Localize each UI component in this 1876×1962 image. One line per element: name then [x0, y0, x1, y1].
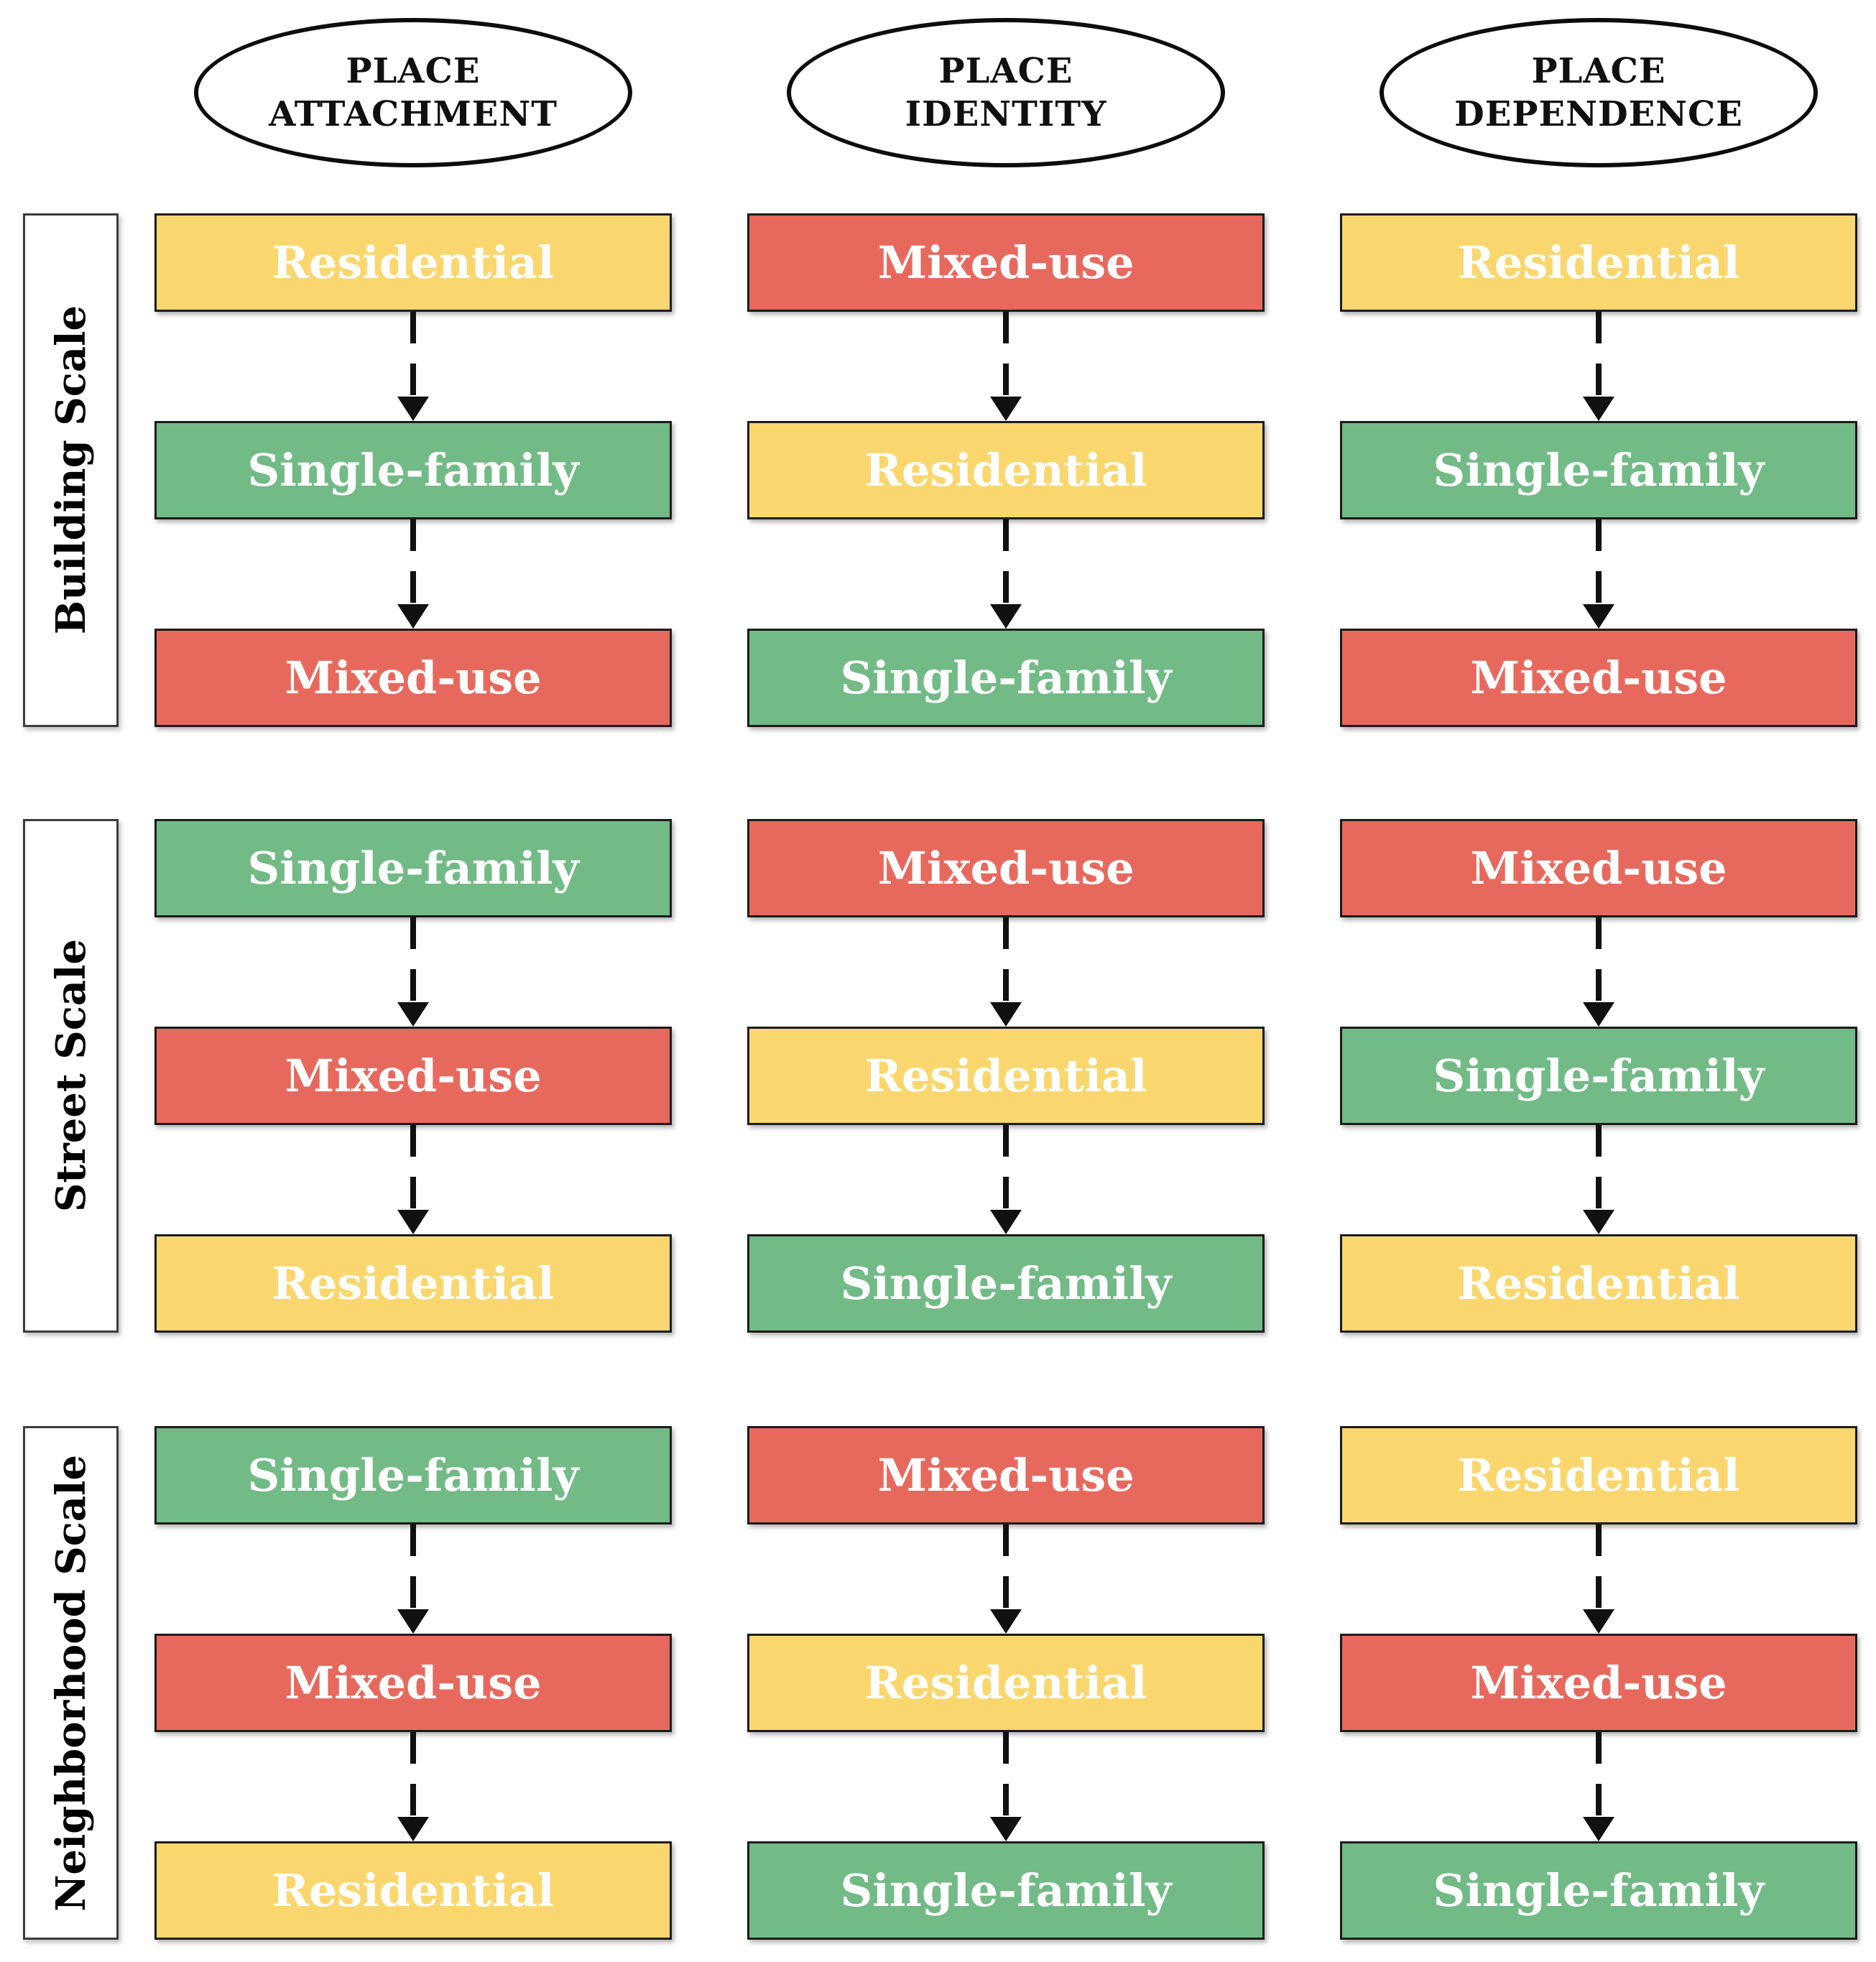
dashed-down-arrow	[397, 519, 429, 629]
row-label-text: Street Scale	[47, 939, 95, 1213]
row-label-text: Building Scale	[47, 305, 95, 635]
arrow-line	[1596, 1125, 1602, 1210]
arrow-head-icon	[990, 397, 1022, 421]
arrow-line	[410, 312, 416, 397]
arrow-line	[1596, 1732, 1602, 1817]
land-use-box-mixed-use: Mixed-use	[154, 1634, 672, 1732]
row-label-text: Neighborhood Scale	[47, 1454, 95, 1912]
arrow-line	[1003, 1125, 1009, 1210]
arrow-head-icon	[1583, 1002, 1614, 1027]
header-ellipse-place-dependence: PLACE DEPENDENCE	[1380, 18, 1818, 167]
land-use-box-residential: Residential	[1340, 1426, 1857, 1524]
dashed-down-arrow	[1583, 1732, 1614, 1841]
land-use-box-mixed-use: Mixed-use	[747, 1426, 1265, 1524]
arrow-line	[1596, 1524, 1602, 1609]
dashed-down-arrow	[397, 1732, 429, 1841]
land-use-box-mixed-use: Mixed-use	[1340, 629, 1857, 727]
land-use-box-single-family: Single-family	[1340, 1841, 1857, 1940]
dashed-down-arrow	[1583, 312, 1614, 421]
header-label: PLACE DEPENDENCE	[1454, 50, 1743, 134]
land-use-box-single-family: Single-family	[154, 819, 672, 917]
land-use-box-residential: Residential	[1340, 213, 1857, 312]
arrow-line	[1596, 917, 1602, 1002]
land-use-box-mixed-use: Mixed-use	[154, 629, 672, 727]
dashed-down-arrow	[990, 917, 1022, 1027]
dashed-down-arrow	[1583, 917, 1614, 1027]
arrow-head-icon	[1583, 604, 1614, 629]
land-use-box-mixed-use: Mixed-use	[747, 213, 1265, 312]
header-label: PLACE IDENTITY	[905, 50, 1107, 134]
dashed-down-arrow	[1583, 519, 1614, 629]
land-use-box-residential: Residential	[1340, 1234, 1857, 1333]
land-use-box-single-family: Single-family	[747, 629, 1265, 727]
dashed-down-arrow	[397, 917, 429, 1027]
land-use-box-mixed-use: Mixed-use	[1340, 819, 1857, 917]
dashed-down-arrow	[397, 312, 429, 421]
land-use-box-single-family: Single-family	[1340, 1027, 1857, 1125]
land-use-box-single-family: Single-family	[1340, 421, 1857, 519]
arrow-head-icon	[990, 1609, 1022, 1634]
land-use-box-residential: Residential	[747, 1634, 1265, 1732]
row-label-neighborhood-scale: Neighborhood Scale	[23, 1426, 119, 1940]
arrow-head-icon	[1583, 1817, 1614, 1841]
dashed-down-arrow	[990, 1125, 1022, 1234]
dashed-down-arrow	[990, 312, 1022, 421]
arrow-head-icon	[990, 1210, 1022, 1234]
arrow-line	[1596, 312, 1602, 397]
land-use-box-single-family: Single-family	[154, 1426, 672, 1524]
arrow-line	[410, 917, 416, 1002]
land-use-box-residential: Residential	[154, 1234, 672, 1333]
arrow-line	[410, 1732, 416, 1817]
header-label: PLACE ATTACHMENT	[269, 50, 558, 134]
land-use-box-mixed-use: Mixed-use	[1340, 1634, 1857, 1732]
arrow-head-icon	[397, 397, 429, 421]
arrow-head-icon	[990, 604, 1022, 629]
header-ellipse-place-identity: PLACE IDENTITY	[787, 18, 1225, 167]
dashed-down-arrow	[990, 1732, 1022, 1841]
dashed-down-arrow	[397, 1125, 429, 1234]
dashed-down-arrow	[1583, 1524, 1614, 1634]
arrow-line	[410, 1524, 416, 1609]
land-use-box-mixed-use: Mixed-use	[747, 819, 1265, 917]
arrow-head-icon	[397, 1210, 429, 1234]
arrow-head-icon	[1583, 397, 1614, 421]
dashed-down-arrow	[397, 1524, 429, 1634]
arrow-head-icon	[397, 1609, 429, 1634]
land-use-box-residential: Residential	[154, 213, 672, 312]
arrow-line	[410, 1125, 416, 1210]
arrow-head-icon	[1583, 1609, 1614, 1634]
land-use-box-residential: Residential	[747, 1027, 1265, 1125]
land-use-box-residential: Residential	[154, 1841, 672, 1940]
arrow-head-icon	[397, 1002, 429, 1027]
land-use-box-residential: Residential	[747, 421, 1265, 519]
arrow-head-icon	[397, 604, 429, 629]
arrow-line	[1003, 1524, 1009, 1609]
land-use-box-single-family: Single-family	[747, 1234, 1265, 1333]
arrow-line	[1003, 917, 1009, 1002]
header-ellipse-place-attachment: PLACE ATTACHMENT	[194, 18, 632, 167]
land-use-box-single-family: Single-family	[747, 1841, 1265, 1940]
arrow-head-icon	[990, 1817, 1022, 1841]
arrow-line	[410, 519, 416, 604]
row-label-street-scale: Street Scale	[23, 819, 119, 1333]
arrow-line	[1003, 312, 1009, 397]
row-label-building-scale: Building Scale	[23, 213, 119, 727]
land-use-box-mixed-use: Mixed-use	[154, 1027, 672, 1125]
arrow-head-icon	[397, 1817, 429, 1841]
dashed-down-arrow	[990, 1524, 1022, 1634]
dashed-down-arrow	[1583, 1125, 1614, 1234]
arrow-line	[1596, 519, 1602, 604]
land-use-box-single-family: Single-family	[154, 421, 672, 519]
arrow-head-icon	[990, 1002, 1022, 1027]
dashed-down-arrow	[990, 519, 1022, 629]
arrow-line	[1003, 519, 1009, 604]
arrow-line	[1003, 1732, 1009, 1817]
arrow-head-icon	[1583, 1210, 1614, 1234]
